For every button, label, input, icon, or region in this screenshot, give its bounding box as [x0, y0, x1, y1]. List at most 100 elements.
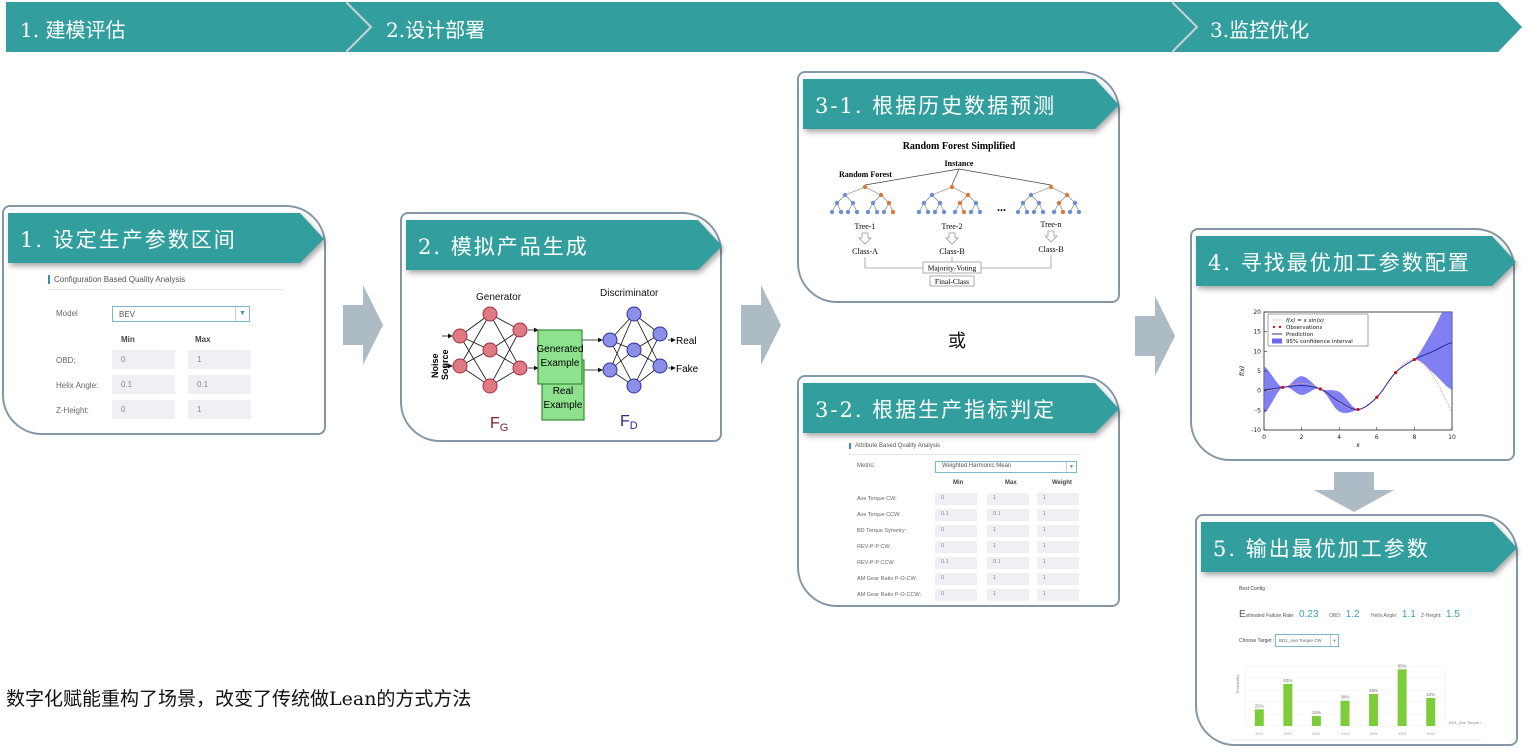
network-node: [482, 342, 498, 358]
network-edge: [609, 313, 635, 371]
phase-3-banner: 3.监控优化: [1172, 2, 1524, 53]
col-min-header: Min: [953, 480, 964, 486]
card-set-parameter-range: 1. 设定生产参数区间 Configuration Based Quality …: [2, 205, 326, 435]
attribute-min-input[interactable]: 0.1: [935, 557, 977, 569]
attribute-min-input[interactable]: 0: [935, 541, 977, 553]
col-max-header: Max: [195, 335, 211, 344]
attribute-max-input[interactable]: 1: [987, 573, 1029, 585]
attribute-weight-input[interactable]: 1: [1037, 509, 1079, 521]
metric-select[interactable]: Weighted Harmonic Mean ▼: [935, 461, 1077, 473]
probability-bar-chart: Probability25%XXX63%XXX15%XXX38%XXX48%XX…: [1231, 663, 1481, 741]
flow-arrow-down-icon: [1314, 472, 1394, 512]
legend-swatch-obs: [1278, 325, 1282, 329]
attribute-min-input[interactable]: 0.1: [935, 509, 977, 521]
obd-min-input[interactable]: 0: [112, 350, 175, 369]
network-edge: [609, 339, 635, 387]
attribute-form-divider: [849, 454, 1081, 455]
bar-value-label: 38%: [1340, 695, 1349, 700]
gan-diagram: Generator Discriminator Noise Source Rea…: [430, 288, 699, 434]
card-2-title: 2. 模拟产品生成: [418, 235, 589, 259]
attribute-weight-input[interactable]: 1: [1037, 573, 1079, 585]
confidence-interval-band: [1264, 312, 1452, 414]
down-arrow-icon: [1044, 230, 1058, 243]
legend-box: [1267, 313, 1369, 347]
rf-class-b-1: Class-B: [939, 247, 964, 256]
helix-result-value: 1.1: [1401, 609, 1416, 620]
network-edge: [633, 313, 661, 367]
config-form-title: Configuration Based Quality Analysis: [48, 275, 185, 284]
bar: [1311, 716, 1321, 726]
attribute-max-input[interactable]: 0.1: [987, 557, 1029, 569]
network-node: [602, 362, 618, 378]
rf-tree-edge: [864, 186, 882, 196]
card-4-header-shape: [1196, 236, 1516, 286]
bar: [1369, 694, 1379, 726]
bar: [1283, 684, 1293, 726]
x-tick-label: 2: [1300, 434, 1304, 441]
rf-tree-edge: [951, 186, 969, 196]
rf-tree-2: Tree-2: [941, 222, 962, 231]
legend-label: f(x) = x sin(x): [1286, 318, 1324, 324]
rf-instance-arrow: [958, 168, 1052, 186]
z-height-min-input[interactable]: 0: [112, 400, 175, 419]
network-edge: [459, 313, 491, 367]
helix-angle-max-input[interactable]: 0.1: [188, 375, 251, 394]
z-height-result: Z-Height: 1.5: [1421, 604, 1460, 622]
attribute-weight-input[interactable]: 1: [1037, 541, 1079, 553]
network-edge: [489, 329, 521, 387]
rf-final-box: [929, 275, 975, 287]
attribute-max-input[interactable]: 1: [987, 541, 1029, 553]
phase-3-chevron-shape: [1172, 2, 1522, 53]
attribute-weight-input[interactable]: 1: [1037, 525, 1079, 537]
efr-initial: E: [1239, 609, 1246, 620]
rf-node: [965, 192, 971, 198]
rf-leaf: [838, 209, 844, 215]
z-height-max-input[interactable]: 1: [188, 400, 251, 419]
rf-node: [937, 200, 943, 206]
attribute-weight-input[interactable]: 1: [1037, 557, 1079, 569]
attribute-max-input[interactable]: 1: [987, 589, 1029, 601]
observation-point: [1356, 407, 1360, 412]
x-tick-label: 10: [1448, 434, 1456, 441]
attribute-max-input[interactable]: 0.1: [987, 509, 1029, 521]
card-predict-from-history: 3-1. 根据历史数据预测 Random Forest Simplified I…: [797, 71, 1120, 303]
card-32-header-shape: [803, 383, 1119, 433]
rf-leaf: [1076, 209, 1082, 215]
x-axis-label: x: [1355, 442, 1360, 448]
true-function-line: [1263, 359, 1453, 413]
model-select[interactable]: BEV ▼: [112, 306, 250, 322]
choose-target-select[interactable]: BD1_Ave Torque CW ▼: [1275, 634, 1339, 647]
attribute-row-label: REV-P-P CW:: [857, 544, 892, 550]
attribute-min-input[interactable]: 0: [935, 573, 977, 585]
x-tick-label: XXX: [1427, 731, 1435, 736]
rf-node: [878, 192, 884, 198]
attribute-min-input[interactable]: 0: [935, 525, 977, 537]
attribute-min-input[interactable]: 0: [935, 589, 977, 601]
helix-angle-min-input[interactable]: 0.1: [112, 375, 175, 394]
rf-node: [921, 200, 927, 206]
attribute-row-label: AM Gear Ratio P-O-CW:: [857, 576, 918, 582]
config-form: Configuration Based Quality Analysis Mod…: [44, 273, 294, 433]
chart-legend: f(x) = x sin(x)ObservationsPrediction95%…: [1267, 313, 1369, 347]
attribute-min-input[interactable]: 0: [935, 493, 977, 505]
x-tick-label: XXX: [1341, 731, 1349, 736]
network-node: [652, 326, 668, 342]
obd-max-input[interactable]: 1: [188, 350, 251, 369]
attribute-max-input[interactable]: 1: [987, 525, 1029, 537]
phase-2-chevron-shape: [346, 2, 1197, 53]
network-node: [512, 360, 528, 376]
x-tick-label: XXX: [1398, 731, 1406, 736]
attribute-weight-input[interactable]: 1: [1037, 589, 1079, 601]
generated-example-label-2: Example: [541, 358, 580, 369]
config-form-divider: [48, 289, 284, 290]
rf-node: [973, 200, 979, 206]
rf-final-class: Final-Class: [935, 277, 969, 286]
network-edge: [633, 333, 661, 387]
attribute-form-title: Attribute Based Quality Analysis: [849, 443, 940, 449]
attribute-max-input[interactable]: 1: [987, 493, 1029, 505]
rf-majority-voting: Majority-Voting: [928, 264, 977, 273]
attribute-weight-input[interactable]: 1: [1037, 493, 1079, 505]
flow-arrow-right-icon: [1135, 296, 1175, 376]
network-node: [626, 306, 642, 322]
best-config-panel: Best Config : Estimated Failure Rate: 0.…: [1231, 582, 1481, 744]
